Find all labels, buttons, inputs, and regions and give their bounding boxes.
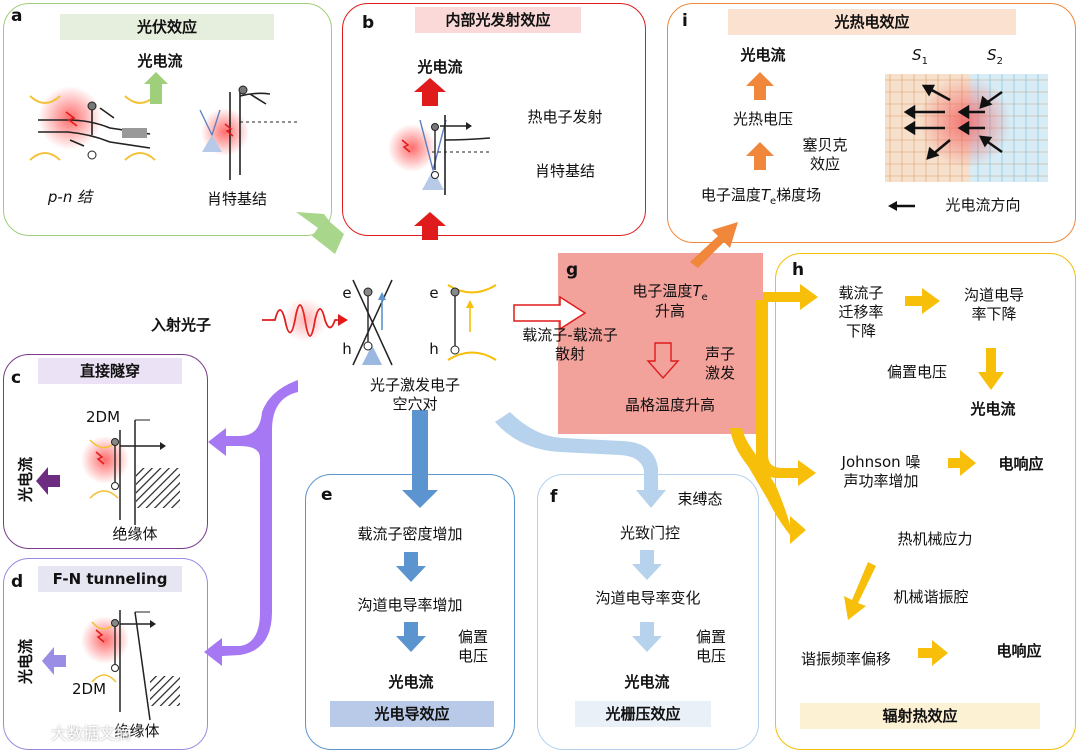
hole-label-2: h	[429, 340, 439, 358]
panel-h-stress: 热机械应力	[897, 530, 973, 548]
panel-h-arrows	[730, 284, 1004, 666]
panel-i-title: 光热电效应	[728, 9, 1016, 35]
panel-h-shift: 谐振频率偏移	[800, 650, 891, 668]
panel-d-title: F-N tunneling	[38, 566, 182, 592]
panel-i-gradient: 电子温度Te梯度场	[676, 186, 846, 211]
panel-c-title: 直接隧穿	[38, 358, 182, 384]
panel-h-current: 光电流	[970, 400, 1016, 418]
hole-label-1: h	[342, 340, 352, 358]
panel-h-bias: 偏置电压	[886, 363, 947, 381]
gradient-prefix: 电子温度	[700, 186, 761, 204]
panel-c-drawing	[81, 419, 180, 525]
te-sub: e	[701, 292, 708, 303]
panel-i-s2: S2	[980, 46, 1010, 71]
carrier-scattering-label: 载流子-载流子 散射	[522, 326, 618, 363]
panel-b	[342, 3, 646, 236]
panel-b-letter: b	[362, 13, 375, 33]
arrow-c-current	[36, 467, 60, 495]
panel-f-footer: 光栅压效应	[575, 701, 711, 727]
panel-d-material: 2DM	[71, 680, 107, 698]
panel-a-current: 光电流	[137, 52, 183, 70]
s2-symbol: S	[987, 46, 997, 64]
panel-b-drawing	[388, 78, 491, 240]
panel-e-step2: 沟道电导率增加	[357, 596, 463, 614]
panel-b-current: 光电流	[417, 58, 463, 76]
panel-a-schottky-label: 肖特基结	[206, 190, 267, 208]
panel-i-drawing	[746, 72, 1048, 211]
panel-c-current: 光电流	[16, 457, 35, 503]
arrow-to-panel-i	[690, 222, 738, 268]
panel-h-conductance: 沟道电导 率下降	[963, 286, 1024, 323]
panel-c-letter: c	[11, 368, 22, 388]
panel-e-current: 光电流	[388, 673, 434, 691]
panel-d-letter: d	[11, 572, 24, 592]
panel-h-response-1: 电响应	[998, 455, 1044, 473]
panel-i-letter: i	[682, 11, 688, 31]
panel-e-letter: e	[321, 485, 333, 505]
panel-e-footer: 光电导效应	[330, 701, 494, 727]
panel-i-voltage: 光热电压	[732, 110, 793, 128]
panel-h-response-2: 电响应	[996, 642, 1042, 660]
te-var: T	[692, 282, 702, 300]
s1-sub: 1	[921, 56, 928, 67]
panel-a-pn-label: p-n 结	[47, 188, 93, 206]
graphene-lattice	[885, 74, 1048, 182]
panel-f-bias: 偏置 电压	[695, 628, 726, 665]
arrow-d-current	[42, 647, 66, 675]
arrow-to-panel-a	[296, 212, 344, 254]
panel-e-step1: 载流子密度增加	[357, 525, 463, 543]
panel-g-letter: g	[566, 260, 579, 280]
electron-label-1: e	[342, 284, 352, 302]
panel-f-bound: 束缚态	[677, 490, 723, 508]
panel-c-material: 2DM	[85, 408, 121, 426]
panel-b-schottky: 肖特基结	[534, 162, 595, 180]
arrow-to-panel-f	[495, 412, 666, 508]
panel-i-s1: S1	[905, 46, 935, 71]
panel-f-current: 光电流	[624, 673, 670, 691]
panel-h-footer: 辐射热效应	[800, 703, 1040, 729]
panel-h-letter: h	[792, 260, 805, 280]
panel-d-drawing	[81, 610, 180, 721]
panel-i-seebeck: 塞贝克 效应	[802, 136, 848, 173]
s2-sub: 2	[996, 56, 1003, 67]
watermark: 大数据文摘	[50, 724, 131, 743]
electron-label-2: e	[429, 284, 439, 302]
panel-c-insulator: 绝缘体	[112, 525, 158, 543]
panel-a-title: 光伏效应	[60, 14, 274, 40]
panel-d-insulator: 绝缘体	[114, 722, 160, 740]
gradient-var: T	[760, 186, 770, 204]
panel-f-letter: f	[550, 487, 558, 507]
panel-f-step2: 沟道电导率变化	[595, 589, 701, 607]
panel-f-gating: 光致门控	[619, 524, 680, 542]
panel-g-phonon: 声子 激发	[704, 345, 735, 382]
panel-a-letter: a	[11, 6, 23, 26]
panel-i-current: 光电流	[740, 46, 786, 64]
panel-g-lattice: 晶格温度升高	[624, 396, 715, 414]
panel-b-title: 内部光发射效应	[415, 7, 581, 33]
panel-h	[775, 253, 1076, 750]
panel-d-current: 光电流	[16, 639, 35, 685]
arrow-to-panels-cd	[204, 380, 298, 666]
center-drawing	[262, 279, 680, 380]
panel-h-resonator: 机械谐振腔	[893, 588, 969, 606]
panel-e-bias: 偏置 电压	[457, 628, 488, 665]
panel-h-mobility: 载流子 迁移率 下降	[838, 284, 884, 340]
arrow-to-panel-e	[402, 410, 438, 508]
panel-h-johnson: Johnson 噪 声功率增加	[841, 453, 921, 490]
panel-a-drawing	[29, 72, 300, 180]
gradient-suffix: 梯度场	[776, 186, 822, 204]
gradient-sub: e	[770, 196, 777, 207]
s1-symbol: S	[912, 46, 922, 64]
panel-g-rise: 升高	[654, 302, 685, 320]
incident-photon-label: 入射光子	[150, 316, 211, 334]
electron-hole-pair-label: 光子激发电子 空穴对	[369, 376, 460, 413]
te-prefix: 电子温度	[632, 282, 693, 300]
panel-i-direction: 光电流方向	[945, 196, 1021, 214]
panel-g-te: 电子温度Te	[610, 282, 730, 307]
panel-b-emission: 热电子发射	[527, 108, 603, 126]
